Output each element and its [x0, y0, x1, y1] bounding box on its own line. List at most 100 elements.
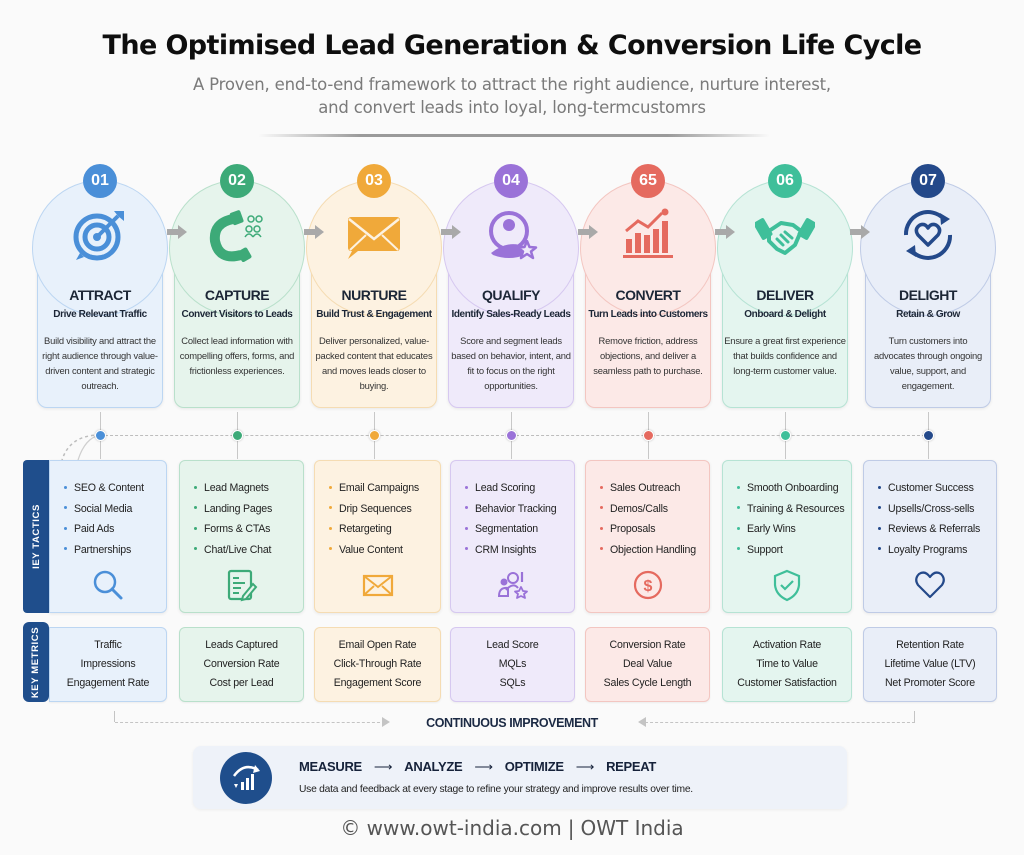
metric-item: Lead Score — [486, 639, 539, 651]
arrow-right-icon — [578, 225, 598, 239]
stage-tagline: Onboard & Delight — [744, 309, 826, 320]
step-analyze: ANALYZE — [404, 759, 463, 774]
metric-item: Engagement Rate — [66, 677, 150, 689]
tactic-item-label: Segmentation — [475, 523, 538, 535]
connector-tick — [511, 412, 512, 430]
improvement-arrow-left — [115, 722, 385, 723]
heart-cycle-icon — [898, 205, 958, 265]
magnet-icon — [207, 205, 267, 265]
tactic-item-label: SEO & Content — [74, 482, 144, 494]
target-icon — [70, 205, 130, 265]
bullet-icon — [465, 526, 468, 530]
tactic-item-label: Retargeting — [339, 523, 392, 535]
arrow-right-icon — [715, 225, 735, 239]
bullet-icon — [600, 485, 603, 489]
tactic-item: Landing Pages — [194, 499, 272, 520]
stage-card-qualify: 04 QUALIFY Identify Sales-Ready Leads Sc… — [443, 160, 579, 410]
tactic-item-label: Objection Handling — [610, 543, 696, 556]
envelope-icon — [361, 568, 395, 602]
metric-item: Click-Through Rate — [333, 658, 422, 670]
metric-item: Traffic — [94, 639, 122, 651]
stage-number-badge: 65 — [631, 164, 665, 198]
stage-name: ATTRACT — [69, 287, 131, 303]
tactic-item-label: Upsells/Cross-sells — [888, 502, 975, 515]
stage-card-nurture: 03 NURTURE Build Trust & Engagement Deli… — [306, 160, 442, 410]
tactic-item-label: Smooth Onboarding — [747, 482, 839, 494]
stage-number-badge: 01 — [83, 164, 117, 198]
stage-description: Collect lead information with compelling… — [179, 335, 295, 376]
loop-note: Use data and feedback at every stage to … — [299, 784, 693, 795]
bullet-icon — [600, 526, 603, 530]
stage-description: Score and segment leads based on behavio… — [451, 335, 571, 391]
tactic-item: Email Campaigns — [329, 478, 419, 499]
stage-dot — [369, 430, 380, 441]
stage-name: CONVERT — [615, 287, 681, 303]
tactic-item-label: Value Content — [339, 543, 403, 556]
metric-item: Sales Cycle Length — [603, 677, 692, 689]
tactic-item: Chat/Live Chat — [194, 540, 272, 561]
footer-site-link[interactable]: © www.owt-india.com — [340, 816, 562, 840]
tactic-item: Early Wins — [737, 519, 844, 540]
svg-text:$: $ — [643, 578, 652, 595]
tactic-item-label: Paid Ads — [74, 523, 115, 535]
bullet-icon — [465, 485, 468, 489]
bullet-icon — [600, 547, 603, 551]
tactic-item: Forms & CTAs — [194, 519, 272, 540]
tactic-item: Drip Sequences — [329, 499, 419, 520]
stage-icon-circle — [169, 180, 305, 316]
tactic-item: Customer Success — [878, 478, 980, 499]
tactic-item: Retargeting — [329, 519, 419, 540]
arrow-right-icon — [167, 225, 187, 239]
connector-tick — [785, 412, 786, 430]
step-optimize: OPTIMIZE — [504, 759, 564, 774]
improvement-arrow-right — [645, 722, 915, 723]
tactic-item: Segmentation — [465, 519, 556, 540]
stage-dot — [506, 430, 517, 441]
tactic-item: Lead Scoring — [465, 478, 556, 499]
improvement-tick-left — [114, 711, 115, 722]
connector-tick — [511, 441, 512, 459]
bullet-icon — [194, 506, 197, 510]
tactic-item: Behavior Tracking — [465, 499, 557, 520]
tactic-item: Partnerships — [64, 540, 144, 561]
bullet-icon — [329, 485, 332, 489]
connector-tick — [237, 412, 238, 430]
arrow-right-icon — [304, 225, 324, 239]
bullet-icon — [878, 485, 881, 489]
search-icon — [91, 568, 125, 602]
title-divider — [258, 134, 770, 137]
bullet-icon — [737, 506, 740, 510]
stage-dot — [780, 430, 791, 441]
loop-steps: MEASURE⟶ANALYZE⟶OPTIMIZE⟶REPEAT — [299, 759, 656, 775]
stage-card-capture: 02 CAPTURE Convert Visitors to Leads Col… — [169, 160, 305, 410]
bullet-icon — [737, 547, 740, 551]
tactic-item: Loyalty Programs — [878, 540, 980, 561]
tactic-item-label: Social Media — [74, 502, 133, 515]
tactic-item: Demos/Calls — [600, 499, 696, 520]
stage-description: Remove friction, address objections, and… — [593, 335, 703, 376]
metric-item: Engagement Score — [333, 677, 422, 689]
connector-tick — [374, 412, 375, 430]
stage-tagline: Drive Relevant Traffic — [53, 309, 147, 320]
tactic-item: Sales Outreach — [600, 478, 696, 499]
connector-tick — [100, 412, 101, 430]
metric-item: Conversion Rate — [609, 639, 686, 651]
bullet-icon — [878, 526, 881, 530]
arrow-icon: ⟶ — [575, 759, 595, 774]
shield-check-icon — [770, 568, 804, 602]
tactic-item: Proposals — [600, 519, 696, 540]
tactic-item-label: Reviews & Referrals — [888, 523, 981, 535]
dollar-coin-icon: $ — [631, 568, 665, 602]
